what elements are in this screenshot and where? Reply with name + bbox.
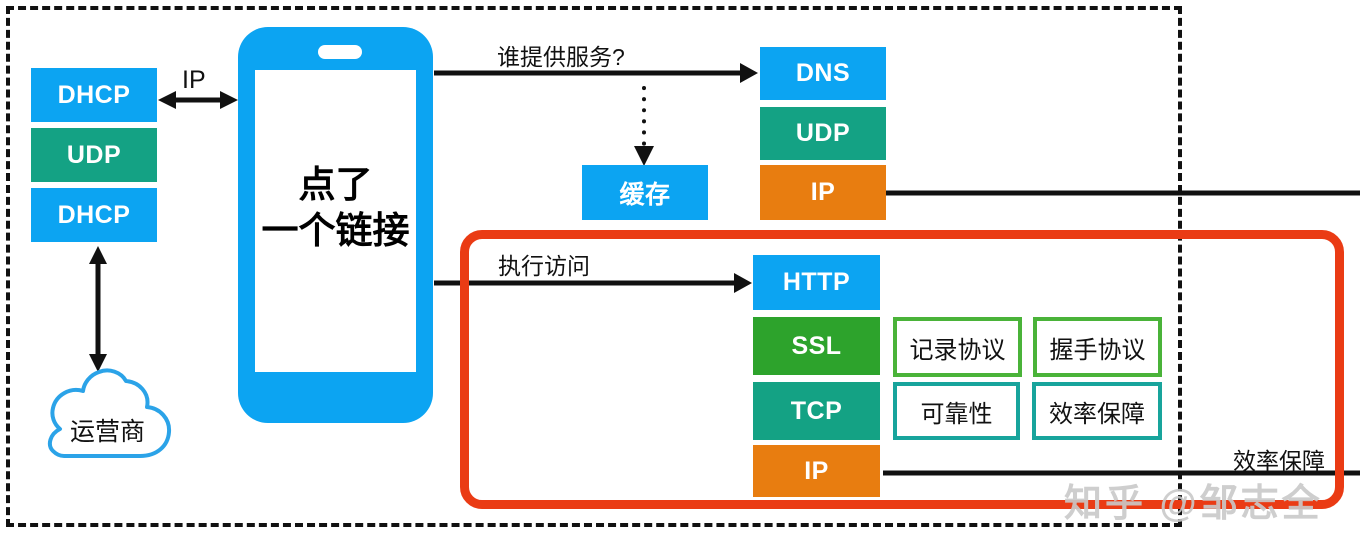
- http-stack-http: HTTP: [753, 255, 880, 310]
- ssl-detail-handshake-protocol-label: 握手协议: [1049, 336, 1146, 364]
- phone-screen: [255, 70, 416, 372]
- tcp-detail-reliability-label: 可靠性: [920, 400, 993, 428]
- http-stack-ssl: SSL: [753, 317, 880, 375]
- dns-stack-udp-label: UDP: [795, 119, 851, 147]
- http-stack-ssl-label: SSL: [791, 331, 842, 360]
- phone-text: 点了 一个链接: [255, 162, 416, 254]
- dns-stack-ip-label: IP: [810, 178, 836, 206]
- ssl-detail-record-protocol-label: 记录协议: [909, 336, 1006, 364]
- left-stack-udp: UDP: [31, 128, 157, 182]
- ssl-detail-record-protocol: 记录协议: [893, 317, 1022, 377]
- dashed-border: [6, 6, 1182, 527]
- http-stack-ip: IP: [753, 445, 880, 497]
- carrier-cloud-label: 运营商: [69, 418, 145, 446]
- left-stack-dhcp-1: DHCP: [31, 68, 157, 122]
- watermark: 知乎 @邹志全: [1064, 483, 1323, 525]
- dns-stack-dns-label: DNS: [795, 59, 851, 87]
- https-highlight-frame: [460, 230, 1344, 509]
- cache-box-label: 缓存: [619, 180, 671, 209]
- tcp-detail-reliability: 可靠性: [893, 382, 1020, 440]
- http-stack-tcp: TCP: [753, 382, 880, 440]
- left-stack-dhcp-2: DHCP: [31, 188, 157, 242]
- dns-question-label: 谁提供服务?: [497, 44, 625, 70]
- ip-link-label: IP: [182, 66, 206, 94]
- tcp-detail-efficiency-label: 效率保障: [1049, 400, 1145, 428]
- cache-box: 缓存: [582, 165, 708, 220]
- http-stack-tcp-label: TCP: [790, 396, 843, 425]
- left-stack-udp-label: UDP: [66, 140, 122, 169]
- phone-text-line2: 一个链接: [261, 210, 410, 251]
- dns-stack-ip: IP: [760, 165, 886, 220]
- exec-access-label: 执行访问: [498, 253, 590, 279]
- tcp-detail-efficiency: 效率保障: [1032, 382, 1162, 440]
- phone-text-line1: 点了: [298, 164, 373, 205]
- http-stack-http-label: HTTP: [782, 268, 851, 296]
- phone-speaker: [318, 45, 362, 59]
- dns-stack-dns: DNS: [760, 47, 886, 100]
- left-stack-dhcp-1-label: DHCP: [57, 80, 131, 109]
- left-stack-dhcp-2-label: DHCP: [57, 200, 131, 229]
- ssl-detail-handshake-protocol: 握手协议: [1033, 317, 1162, 377]
- efficiency-annotation: 效率保障: [1233, 448, 1325, 474]
- dns-stack-udp: UDP: [760, 107, 886, 160]
- http-stack-ip-label: IP: [804, 456, 829, 485]
